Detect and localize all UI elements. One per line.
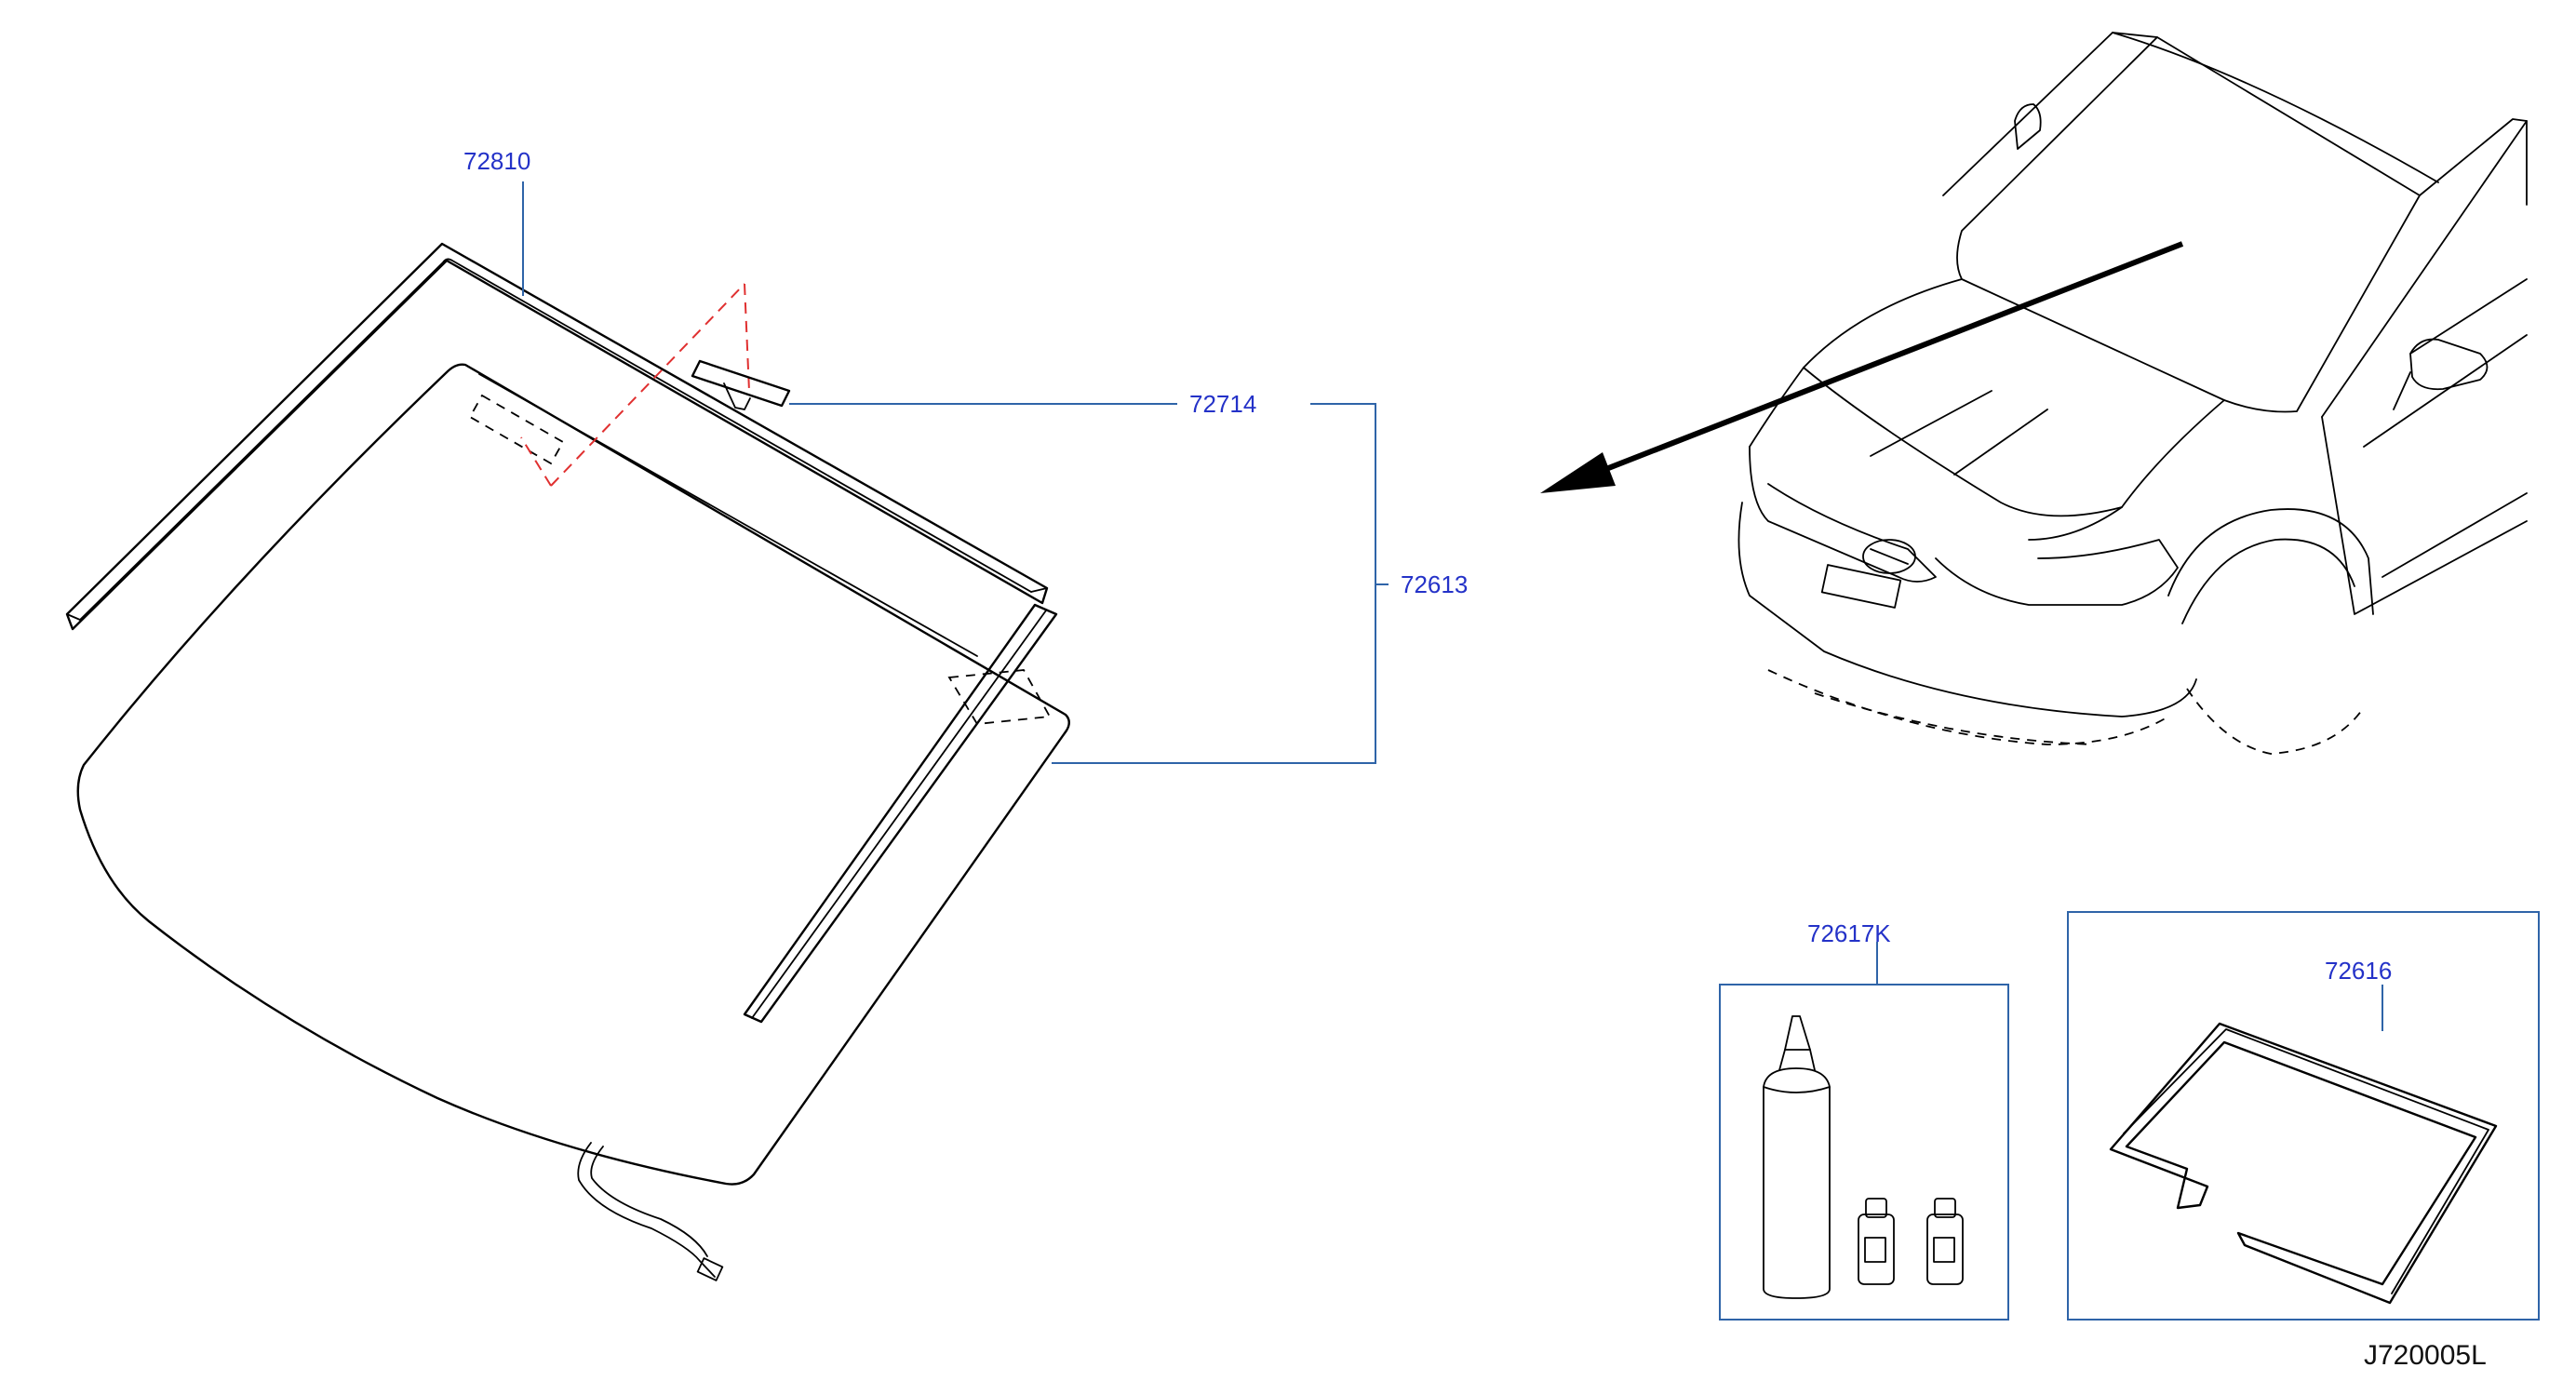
sealant-kit-box[interactable] — [1719, 984, 2009, 1321]
phantom-lines — [520, 283, 750, 487]
mirror-base-part[interactable] — [691, 359, 791, 410]
diagram-code: J720005L — [2364, 1340, 2487, 1371]
connector-icon — [696, 1257, 724, 1281]
primer-bottle-icon — [1858, 1198, 1895, 1285]
primer-bottle-icon — [1926, 1198, 1964, 1285]
leader-lines — [522, 181, 2383, 1031]
vehicle-front-illustration — [1737, 32, 2528, 755]
callout-72616[interactable]: 72616 — [2325, 957, 2392, 985]
callout-72617k[interactable]: 72617K — [1807, 919, 1891, 947]
mirror-base-area — [468, 394, 565, 465]
callout-72613[interactable]: 72613 — [1401, 570, 1468, 598]
sealant-tube-icon — [1763, 1067, 1831, 1299]
callout-72810[interactable]: 72810 — [463, 147, 530, 175]
side-molding[interactable] — [743, 603, 1058, 1024]
location-arrow-icon — [1540, 241, 2184, 493]
dam-rubber-box[interactable] — [2067, 911, 2540, 1321]
upper-molding[interactable] — [65, 242, 1049, 631]
callout-72714[interactable]: 72714 — [1189, 390, 1256, 418]
windshield-glass[interactable] — [76, 363, 1070, 1281]
